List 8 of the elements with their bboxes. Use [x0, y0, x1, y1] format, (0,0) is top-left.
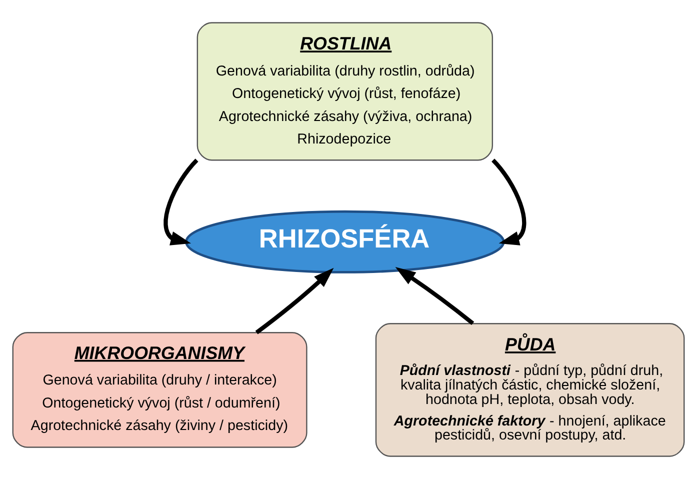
- node-box: MIKROORGANISMY Genová variabilita (druhy / interakce) Ontogenetický vývoj (růst / odumření) Agrotechnické zásahy (živiny / pesticidy): [12, 332, 308, 448]
- node-ellipse: RHIZOSFÉRA: [185, 210, 505, 274]
- arrow: [491, 158, 526, 246]
- node-box: PŮDA Půdní vlastnosti - půdní typ, půdní druh, kvalita jílnatých částic, chemické složení, hodnota pH, teplota, obsah vody. Agrotechnické faktory - hnojení, aplikace pesticidů, osevní postupy, atd.: [375, 323, 685, 457]
- arrow: [395, 266, 474, 325]
- node-box: ROSTLINA Genová variabilita (druhy rostlin, odrůda) Ontogenetický vývoj (růst, fenofáze) Agrotechnické zásahy (výživa, ochrana) Rhizodepozice: [196, 22, 494, 161]
- arrow: [164, 158, 198, 246]
- arrow: [255, 268, 334, 334]
